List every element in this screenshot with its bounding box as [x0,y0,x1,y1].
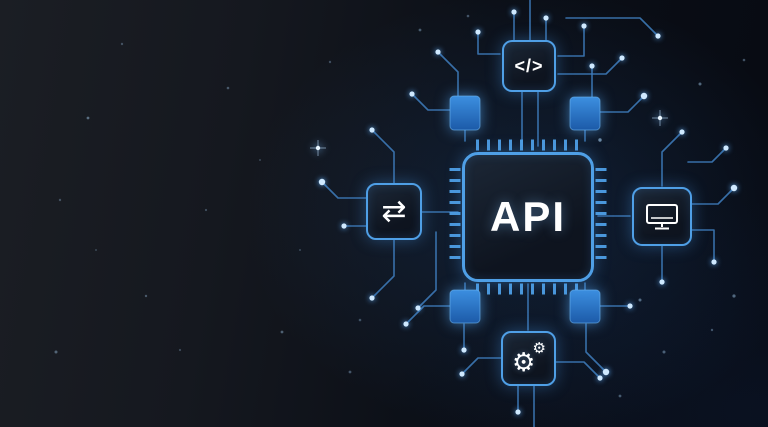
api-chip: API [462,152,594,282]
transfer-arrows-icon: ⇄ [381,193,407,229]
gear-icon-small: ⚙ [532,339,546,357]
ambient-dots [54,14,746,398]
gear-icon-large: ⚙ [512,348,536,378]
trace-lines [321,0,735,427]
star-glint-left [310,140,326,156]
code-module: </> [502,40,556,92]
connector-squares [449,95,601,324]
transfer-module: ⇄ [366,183,422,240]
trace-nodes [318,9,738,415]
chip-pins [449,139,607,295]
monitor-module [632,187,692,246]
api-label: API [489,193,566,240]
code-icon: </> [514,55,544,76]
star-glint-right [652,110,668,126]
monitor-icon [646,203,678,229]
gears-module: ⚙ ⚙ [501,331,556,386]
